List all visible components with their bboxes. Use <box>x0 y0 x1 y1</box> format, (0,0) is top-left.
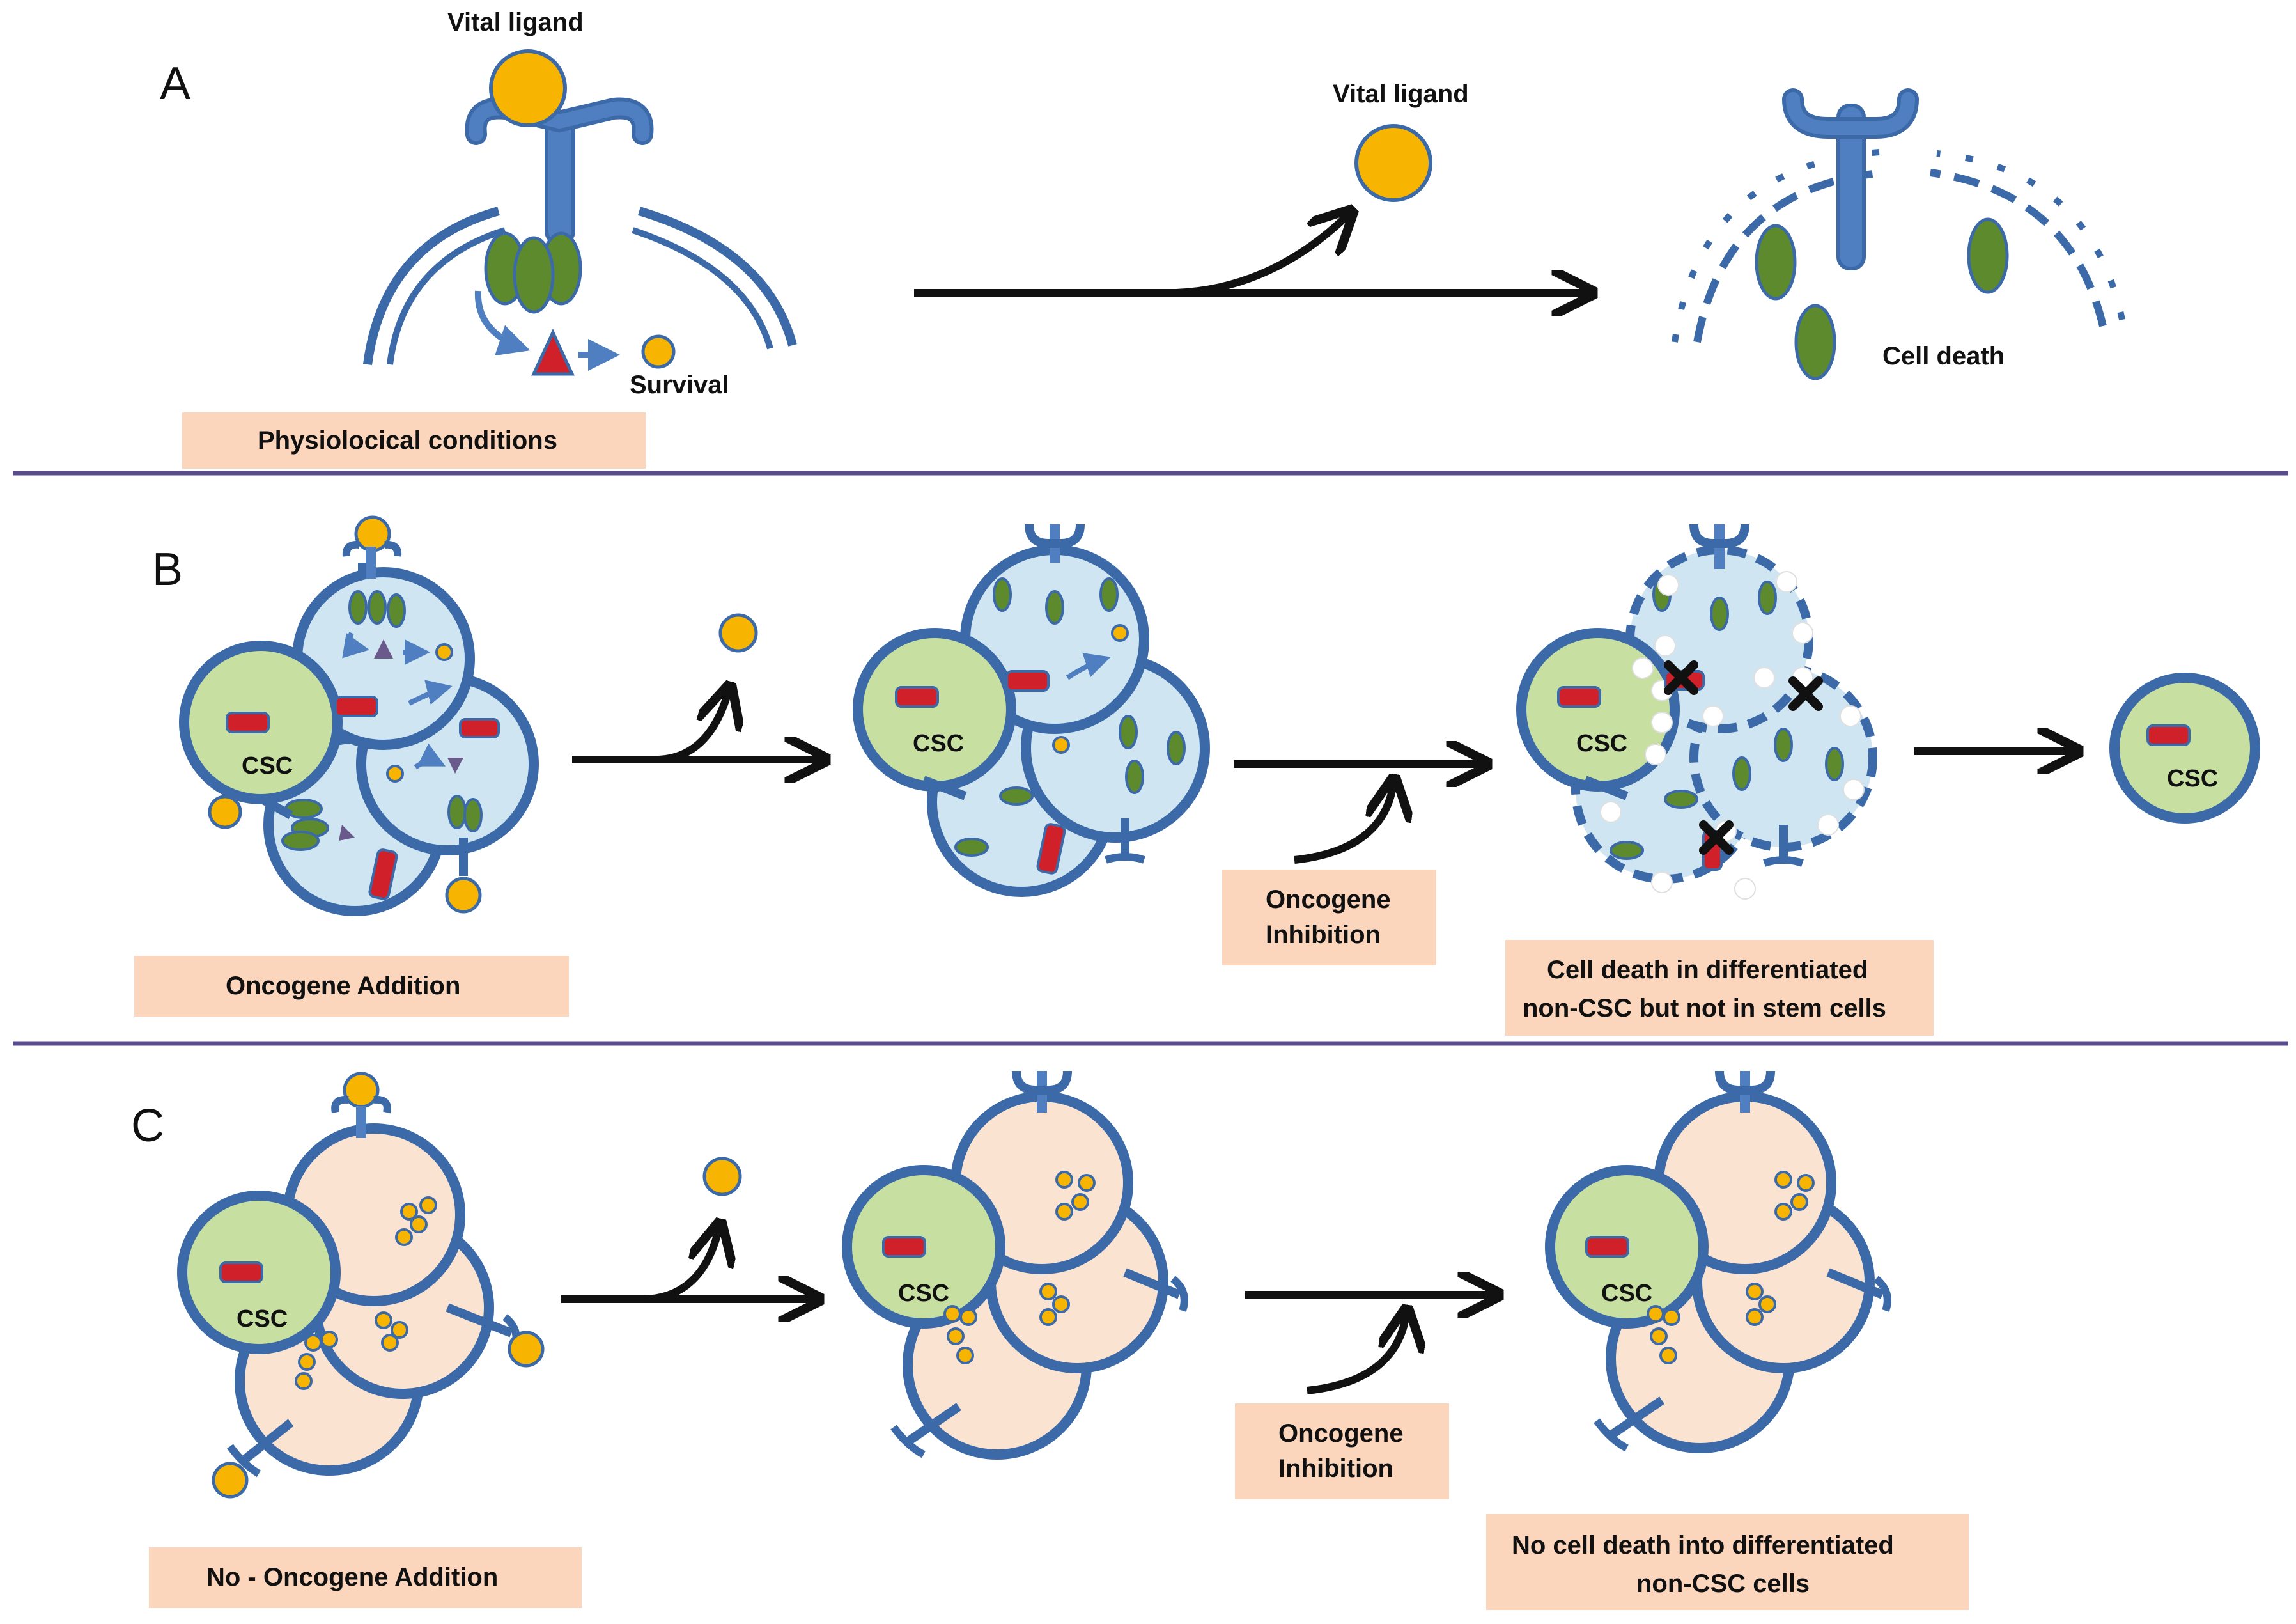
csc-label-c1: CSC <box>237 1306 288 1332</box>
panel-b-letter: B <box>152 544 183 595</box>
result-b-line1: Cell death in differentiated <box>1547 956 1868 984</box>
survival-signal <box>641 334 676 369</box>
result-c-line2: non-CSC cells <box>1636 1570 1810 1598</box>
oncogene-addition-label: Oncogene Addition <box>226 972 460 1000</box>
panel-c-letter: C <box>131 1100 164 1152</box>
panel-a-letter: A <box>160 58 190 109</box>
physiological-label: Physiolocical conditions <box>258 426 557 455</box>
cell-cluster-b2: CSC <box>853 524 1210 897</box>
adaptor-proteins-a <box>484 231 582 314</box>
csc-label-c3: CSC <box>1601 1280 1652 1307</box>
no-oncogene-addition-label: No - Oncogene Addition <box>206 1563 498 1591</box>
vital-ligand-bound <box>489 49 567 127</box>
csc-label-c2: CSC <box>898 1280 949 1307</box>
cell-cluster-c3: CSC <box>1545 1070 1891 1453</box>
oncogene-inhibition-box-b <box>1222 870 1436 965</box>
panel-b: B CSC <box>134 515 2260 1036</box>
oncogene-inhibition-c-line2: Inhibition <box>1278 1455 1393 1483</box>
physiological-box <box>182 412 646 469</box>
csc-cell-b4 <box>2109 673 2260 824</box>
cell-death-label: Cell death <box>1882 342 2005 370</box>
vital-ligand-label-left: Vital ligand <box>447 8 584 36</box>
free-ligand-c <box>702 1157 742 1196</box>
oncogene-addition-box <box>134 956 569 1017</box>
oncogene-inhibition-b-line1: Oncogene <box>1266 886 1391 914</box>
signal-triangle <box>531 329 575 376</box>
free-ligand-b <box>718 613 758 653</box>
no-oncogene-addition-box <box>149 1547 582 1608</box>
cell-cluster-c1: CSC <box>177 1072 545 1499</box>
result-b-line2: non-CSC but not in stem cells <box>1523 994 1886 1022</box>
vital-ligand-free-a <box>1354 124 1432 202</box>
oncogene-inhibition-c-line1: Oncogene <box>1278 1419 1404 1448</box>
dying-cell-a <box>1672 88 2125 380</box>
csc-label-b1: CSC <box>242 753 293 779</box>
cell-cluster-c2: CSC <box>842 1070 1188 1460</box>
vital-ligand-label-right: Vital ligand <box>1333 80 1469 108</box>
cell-cluster-b3: CSC <box>1516 524 1877 900</box>
receptor-a-left <box>465 97 654 245</box>
csc-label-b2: CSC <box>913 730 964 757</box>
result-box-b <box>1505 940 1934 1036</box>
result-box-c <box>1486 1514 1969 1610</box>
oncogene-inhibition-b-line2: Inhibition <box>1266 921 1381 949</box>
cell-cluster-b1: CSC <box>179 515 539 916</box>
panel-a: A Vital ligand Survival Physiolocical co… <box>160 8 2125 469</box>
panel-c: C CSC No - Oncogene Addition <box>131 1070 1969 1610</box>
csc-label-b4: CSC <box>2167 765 2218 792</box>
csc-label-b3: CSC <box>1576 730 1627 757</box>
csc-cell-b2 <box>853 628 1016 792</box>
result-c-line1: No cell death into differentiated <box>1512 1531 1894 1559</box>
oncogene-inhibition-box-c <box>1235 1403 1449 1499</box>
survival-label: Survival <box>630 371 729 399</box>
cell-death-x-marks <box>1664 660 1823 855</box>
